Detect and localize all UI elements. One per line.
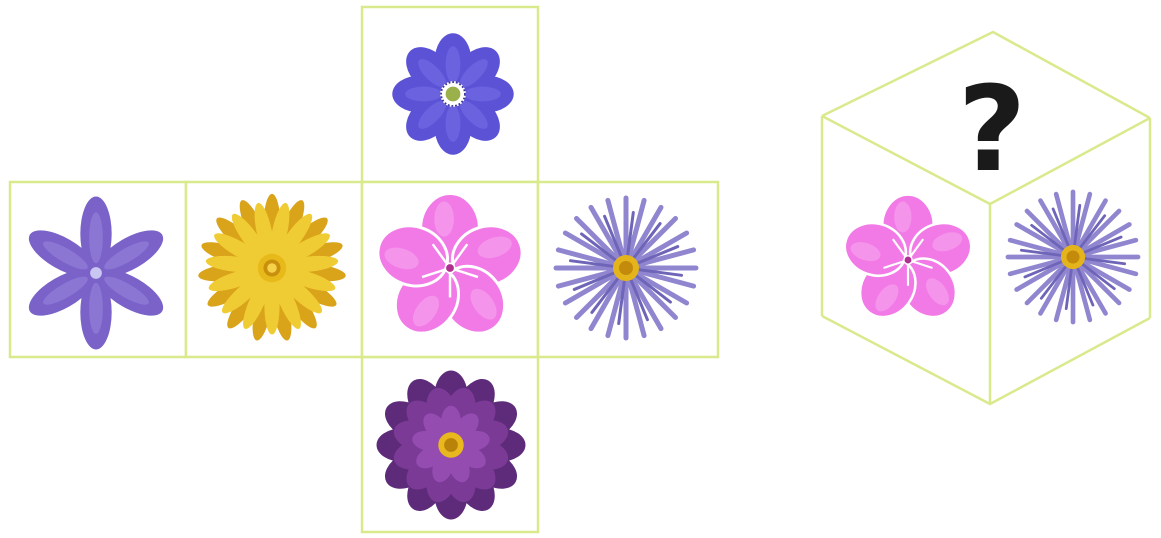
question-mark: ? [958, 60, 1026, 198]
cube-3d: ? [822, 32, 1150, 404]
cube-net [10, 7, 718, 532]
purple-aster-flower-icon [556, 198, 696, 338]
cube-aster-flower-icon [1008, 192, 1138, 322]
blue-hepatica-flower-icon [392, 33, 513, 154]
